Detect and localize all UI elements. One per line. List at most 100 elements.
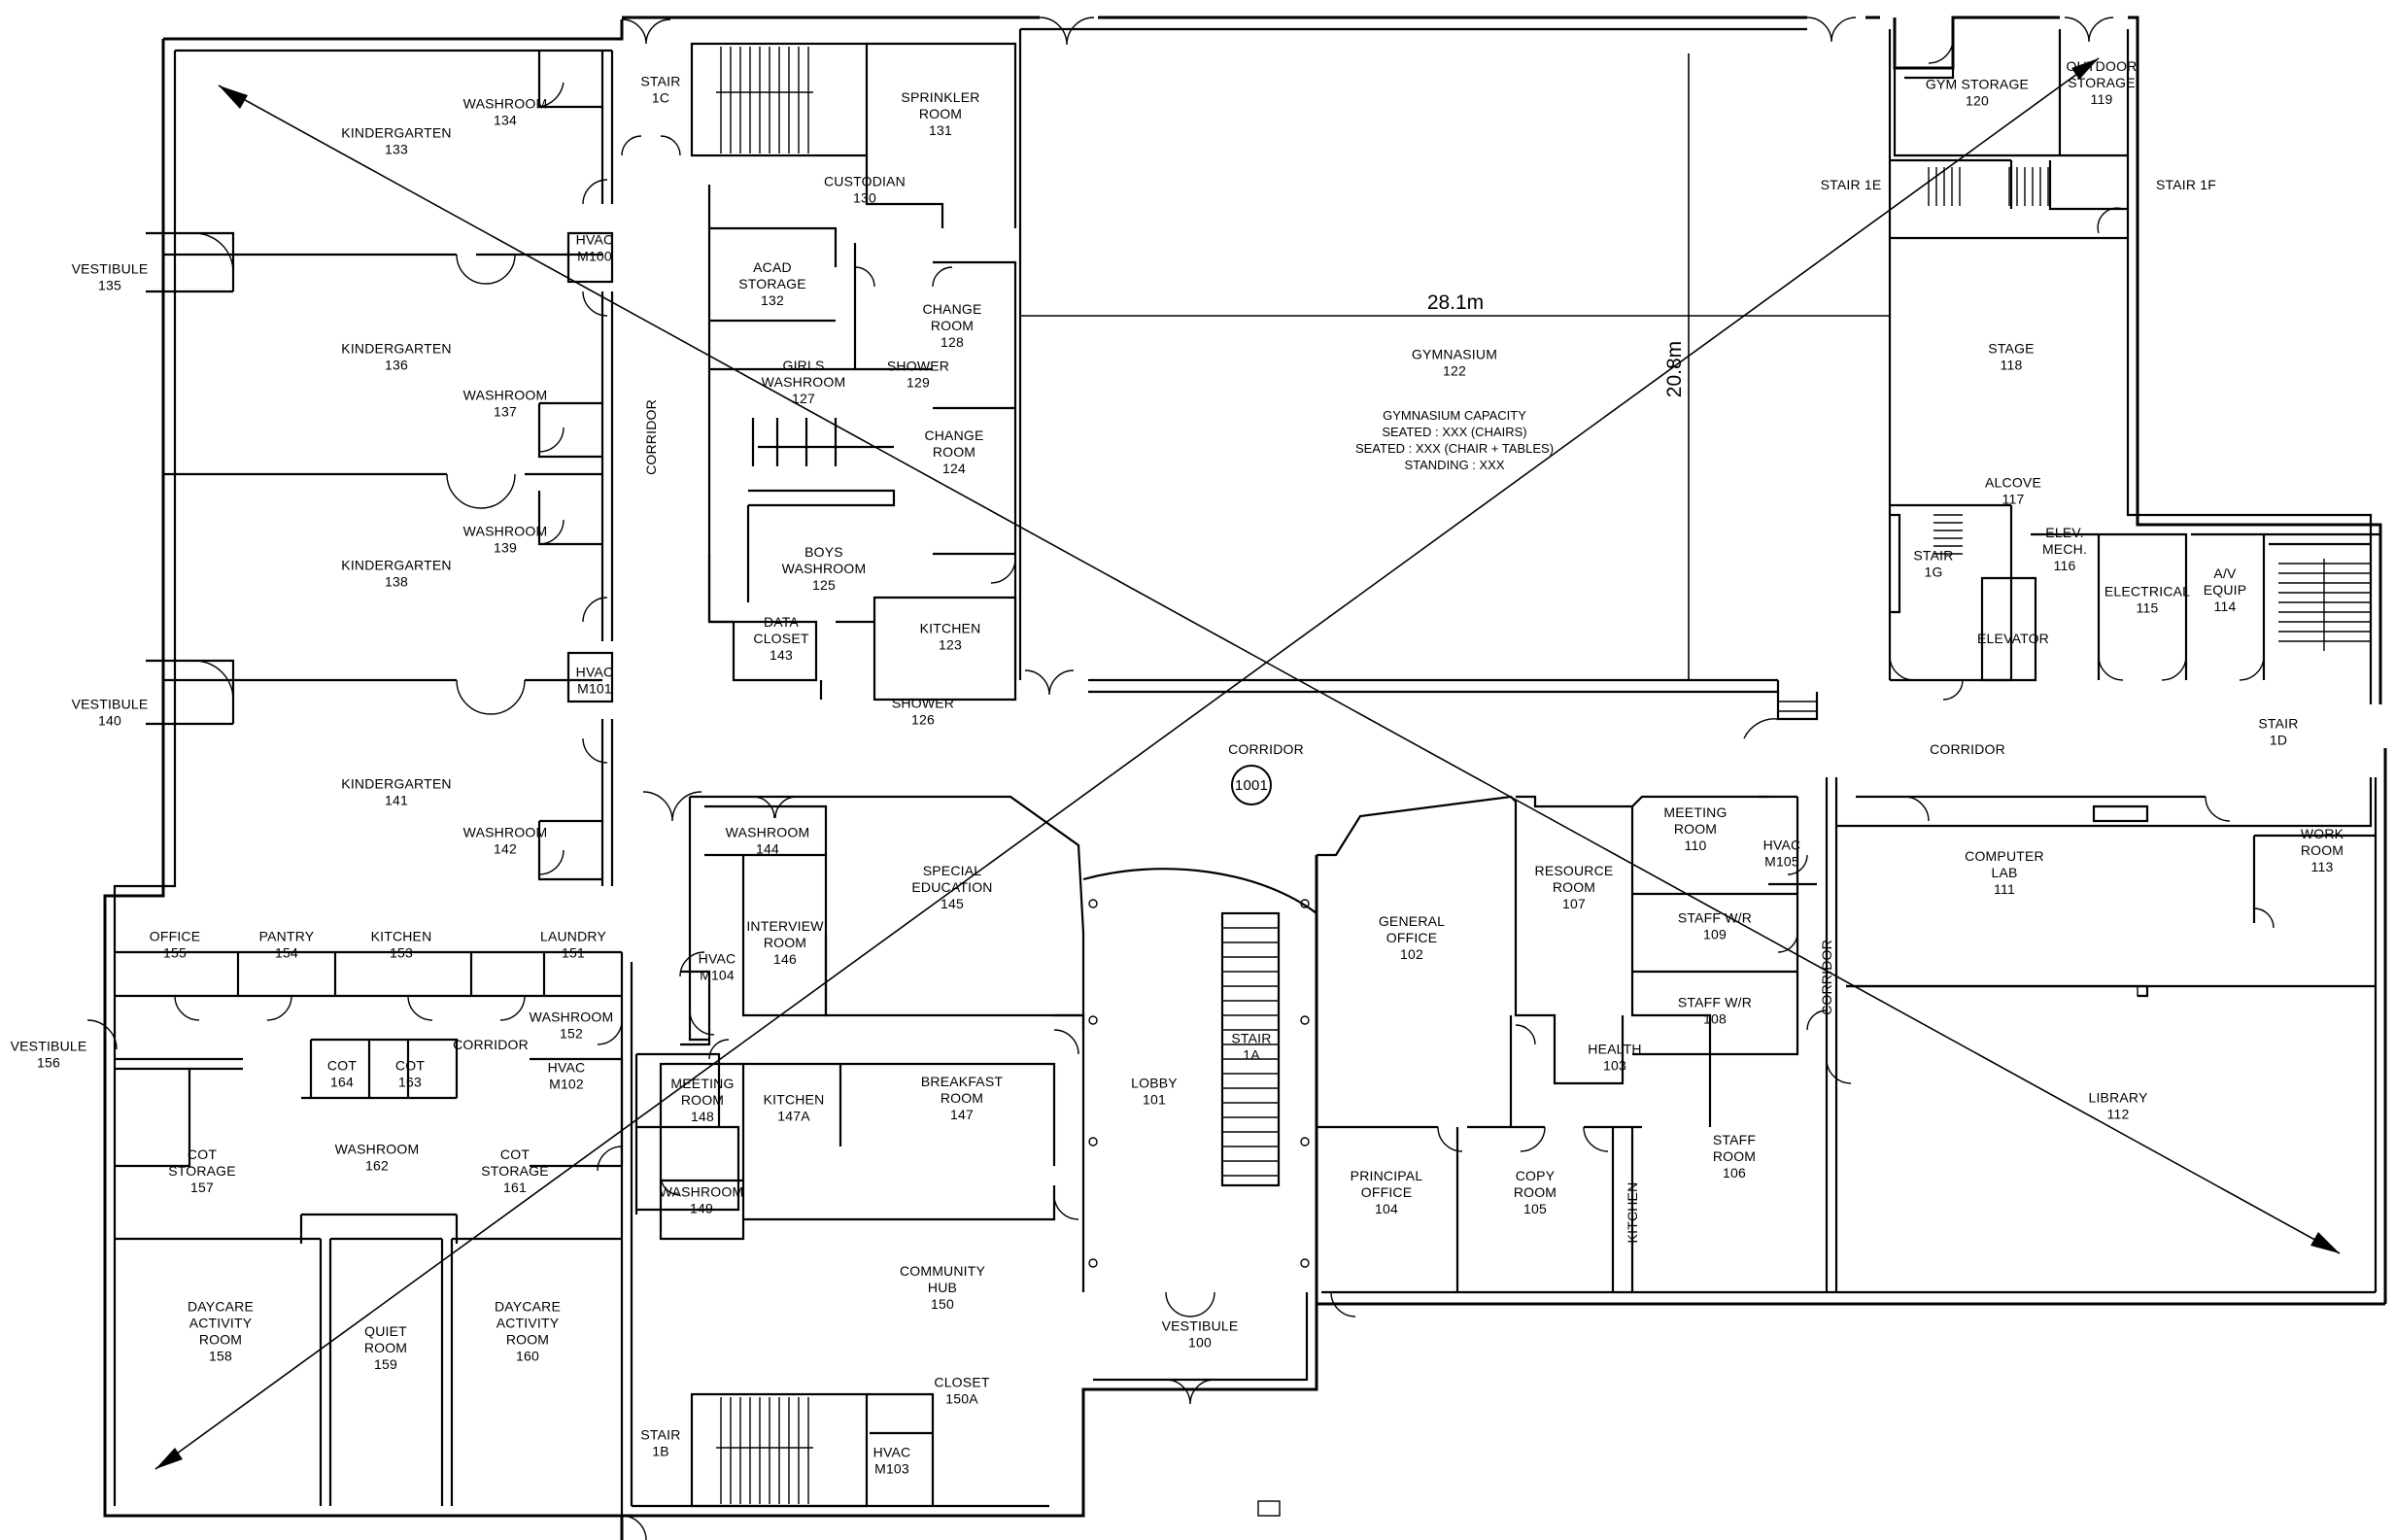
room-label-line: STAGE	[1988, 341, 2034, 357]
gym-depth-dimension: 20.8m	[1663, 341, 1686, 397]
room-label-corridor-east: CORRIDOR	[1930, 741, 2005, 757]
room-label-line: 137	[494, 404, 517, 420]
room-label-line: 101	[1143, 1092, 1166, 1108]
room-label-line: ROOM	[1553, 879, 1595, 895]
room-label-line: OFFICE	[150, 929, 201, 944]
room-label-line: LIBRARY	[2088, 1090, 2148, 1106]
room-label-corridor-west: CORRIDOR	[643, 399, 659, 475]
room-label-line: KITCHEN	[1625, 1182, 1640, 1244]
door-swings-east	[1330, 796, 2275, 1318]
room-label-line: STAIR	[640, 1427, 680, 1443]
room-label-line: 1G	[1924, 565, 1942, 580]
room-label-line: 112	[2107, 1107, 2130, 1122]
room-label-line: 107	[1562, 896, 1586, 911]
room-label-line: WASHROOM	[463, 524, 548, 539]
room-label-line: STAIR 1E	[1821, 177, 1882, 192]
room-label-line: 1A	[1243, 1047, 1260, 1063]
room-label-line: CHANGE	[924, 428, 983, 443]
room-label-line: 109	[1703, 927, 1727, 942]
room-label-line: 1B	[652, 1444, 669, 1459]
room-label-line: 104	[1375, 1201, 1398, 1216]
room-label-line: 105	[1523, 1201, 1547, 1216]
room-label-line: ROOM	[2301, 842, 2344, 858]
room-label-line: 141	[385, 793, 408, 808]
room-label-line: HVAC	[1763, 838, 1801, 853]
room-label-line: HVAC	[699, 951, 736, 967]
room-label-line: 147	[950, 1107, 974, 1122]
room-label-line: M103	[874, 1461, 909, 1477]
room-label-line: 145	[941, 896, 964, 911]
stair-1c-treads	[716, 47, 813, 154]
room-label-line: HVAC	[576, 665, 614, 680]
room-label-line: ELEVATOR	[1977, 631, 2049, 646]
room-label-line: 118	[2001, 358, 2023, 373]
room-label-line: ACTIVITY	[189, 1316, 253, 1331]
room-label-line: COMMUNITY	[900, 1263, 986, 1279]
kindergarten-walls	[146, 51, 614, 886]
room-label-line: EDUCATION	[911, 879, 992, 895]
daycare-walls	[115, 950, 633, 1516]
room-label-line: HVAC	[576, 232, 614, 248]
room-label-line: 120	[1966, 93, 1989, 109]
room-label-line: CORRIDOR	[643, 399, 659, 475]
room-label-line: STORAGE	[738, 276, 806, 291]
room-label-line: 123	[939, 637, 962, 653]
stair-1d-treads	[2278, 559, 2371, 651]
room-label-line: LOBBY	[1131, 1076, 1178, 1091]
gymnasium-walls	[1018, 29, 1892, 721]
room-label-line: WASHROOM	[530, 1010, 614, 1025]
room-label-line: 152	[560, 1026, 583, 1042]
room-label-line: 127	[792, 391, 815, 406]
room-label-line: CORRIDOR	[1930, 741, 2005, 757]
room-label-line: ELEV.	[2045, 525, 2083, 540]
room-label-line: DATA	[764, 614, 800, 630]
room-label-line: 144	[756, 841, 779, 857]
room-label-line: ROOM	[919, 106, 962, 121]
room-label-line: QUIET	[364, 1323, 407, 1339]
section-arrows	[154, 57, 2341, 1470]
room-label-line: EQUIP	[2204, 582, 2247, 598]
room-label-line: 106	[1723, 1165, 1746, 1181]
room-label-line: 116	[2054, 558, 2076, 573]
room-label-line: 113	[2311, 859, 2334, 874]
room-label-line: 156	[37, 1055, 60, 1071]
room-label-line: 1C	[652, 90, 669, 106]
north-marker	[1257, 1500, 1281, 1517]
room-label-line: 103	[1603, 1058, 1626, 1074]
room-label-line: KINDERGARTEN	[341, 125, 451, 141]
room-label-line: ROOM	[931, 318, 974, 333]
service-core-walls	[690, 42, 1017, 702]
room-label-line: 149	[690, 1201, 713, 1216]
room-label-line: 135	[98, 278, 121, 293]
